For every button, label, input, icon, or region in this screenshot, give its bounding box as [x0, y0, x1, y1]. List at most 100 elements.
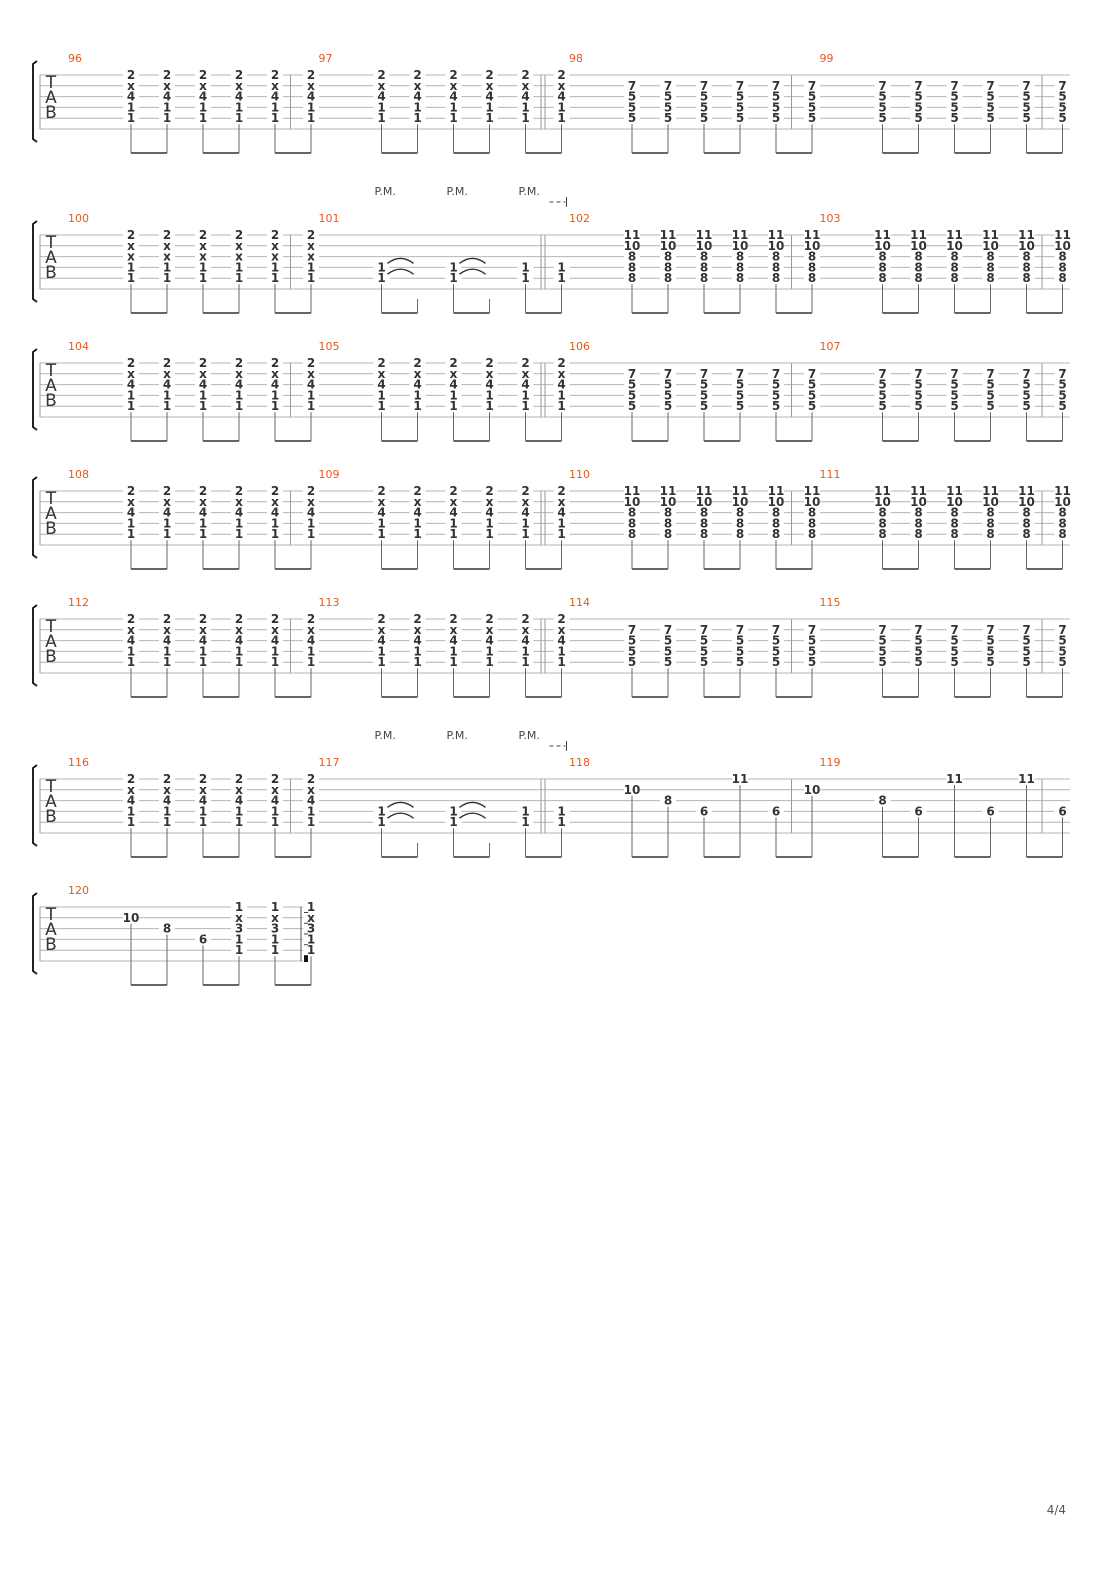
fret-number: 7 — [700, 367, 708, 381]
fret-mask — [624, 529, 640, 540]
fret-mask — [267, 368, 283, 379]
fret-number: 7 — [808, 367, 816, 381]
fret-mask — [303, 262, 319, 273]
fret-number: 1 — [163, 655, 171, 669]
fret-number: 1 — [163, 804, 171, 818]
fret-number: 4 — [199, 506, 207, 520]
fret-mask — [553, 80, 570, 91]
fret-number: 8 — [1022, 516, 1030, 530]
fret-number: x — [522, 495, 530, 509]
measure-number: 110 — [569, 468, 590, 481]
fret-mask — [1018, 368, 1035, 379]
fret-mask — [660, 113, 676, 124]
fret-number: 5 — [1022, 399, 1030, 413]
fret-mask — [804, 102, 820, 113]
fret-number: 2 — [163, 68, 171, 82]
fret-number: 5 — [914, 634, 922, 648]
fret-mask — [946, 251, 963, 262]
fret-number: 1 — [163, 516, 171, 530]
fret-mask — [231, 784, 247, 795]
fret-mask — [231, 70, 247, 80]
fret-mask — [373, 614, 390, 624]
fret-mask — [768, 624, 784, 635]
fret-number: 11 — [946, 772, 963, 786]
fret-number: 8 — [878, 527, 886, 541]
fret-mask — [231, 806, 247, 817]
fret-mask — [768, 646, 784, 657]
fret-number: 1 — [413, 399, 421, 413]
fret-mask — [123, 91, 139, 102]
fret-mask — [946, 657, 963, 668]
fret-mask — [982, 91, 999, 102]
fret-number: x — [450, 79, 458, 93]
fret-number: 1 — [235, 260, 243, 274]
fret-number: 11 — [946, 484, 963, 498]
fret-mask — [123, 273, 139, 284]
fret-mask — [1018, 113, 1035, 124]
measure-number: 120 — [68, 884, 89, 897]
fret-mask — [123, 784, 139, 795]
fret-number: 1 — [449, 111, 457, 125]
measure-number: 105 — [319, 340, 340, 353]
fret-number: x — [307, 783, 315, 797]
fret-number: 1 — [485, 111, 493, 125]
fret-mask — [231, 113, 247, 124]
fret-mask — [1054, 262, 1071, 273]
fret-number: x — [450, 495, 458, 509]
fret-number: 8 — [986, 527, 994, 541]
fret-number: 5 — [1058, 655, 1066, 669]
fret-number: x — [199, 623, 207, 637]
fret-number: 5 — [1058, 399, 1066, 413]
fret-mask — [409, 486, 426, 496]
fret-number: 8 — [808, 260, 816, 274]
fret-number: 1 — [521, 260, 529, 274]
fret-mask — [195, 358, 211, 368]
fret-number: 5 — [986, 388, 994, 402]
fret-mask — [946, 240, 963, 251]
fret-number: x — [199, 783, 207, 797]
fret-number: 5 — [1022, 644, 1030, 658]
fret-mask — [804, 486, 820, 496]
fret-number: 5 — [1058, 388, 1066, 402]
tie — [459, 268, 486, 275]
fret-number: 10 — [1018, 495, 1035, 509]
fret-mask — [267, 486, 283, 496]
fret-number: 10 — [624, 239, 641, 253]
fret-number: 1 — [377, 271, 385, 285]
fret-mask — [624, 273, 640, 284]
fret-mask — [409, 368, 426, 379]
fret-mask — [267, 358, 283, 368]
fret-mask — [624, 368, 640, 379]
fret-mask — [195, 614, 211, 624]
fret-mask — [696, 390, 712, 401]
fret-number: 1 — [521, 527, 529, 541]
palm-mute-label: P.M. — [375, 729, 396, 742]
fret-number: 5 — [628, 378, 636, 392]
fret-number: 8 — [1022, 527, 1030, 541]
fret-mask — [195, 795, 211, 806]
fret-mask — [303, 806, 319, 817]
fret-mask — [373, 70, 390, 80]
tie — [387, 812, 414, 819]
fret-mask — [768, 113, 784, 124]
fret-mask — [768, 273, 784, 284]
tab-clef-letter: T — [45, 777, 57, 797]
fret-number: 1 — [127, 111, 135, 125]
fret-number: 5 — [878, 399, 886, 413]
fret-number: 5 — [664, 634, 672, 648]
fret-number: 8 — [628, 250, 636, 264]
fret-number: 1 — [163, 271, 171, 285]
fret-mask — [123, 390, 139, 401]
fret-number: 1 — [377, 655, 385, 669]
fret-number: 10 — [732, 239, 749, 253]
fret-mask — [624, 230, 640, 240]
fret-number: 5 — [772, 388, 780, 402]
fret-mask — [982, 102, 999, 113]
fret-number: x — [199, 367, 207, 381]
fret-number: 10 — [660, 239, 677, 253]
fret-mask — [804, 518, 820, 529]
fret-mask — [660, 230, 676, 240]
fret-mask — [409, 113, 426, 124]
fret-number: x — [414, 495, 422, 509]
fret-number: 1 — [521, 271, 529, 285]
